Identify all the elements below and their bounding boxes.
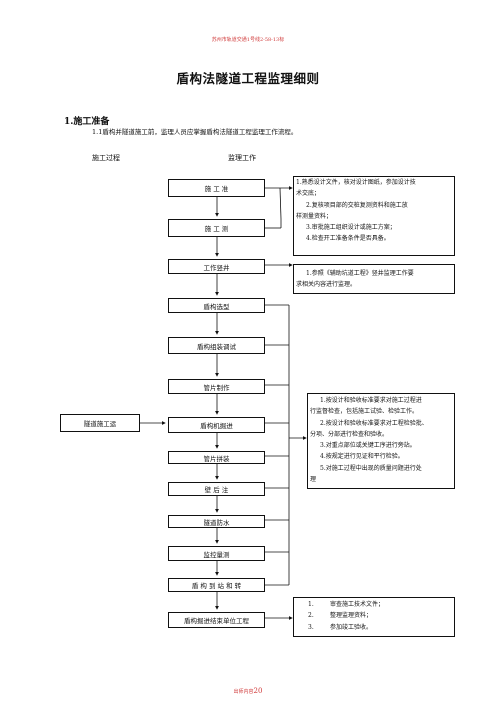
page-number: 20	[253, 687, 263, 695]
note-line: 3.审批施工组织设计或施工方案；	[306, 224, 396, 232]
note-text: 审查施工技术文件；	[330, 601, 385, 608]
step-shield-selection: 盾构选型	[168, 298, 265, 313]
page-header: 苏州市轨道交通1号线2-58-13标	[211, 37, 285, 43]
page-title: 盾构法隧道工程监理细则	[176, 71, 320, 86]
step-segment-assembly: 管片拼装	[168, 451, 265, 464]
step-segment-manufacture: 管片制作	[168, 379, 265, 394]
note-line: 4.按规定进行见证和平行检验。	[320, 453, 404, 461]
step-backfill-grouting: 壁 后 注	[168, 482, 265, 496]
note-line: 5.对施工过程中出现的质量问题进行处	[320, 464, 422, 472]
note-line: 1.按设计和验收标准要求对施工过程进	[320, 397, 422, 404]
note-number: 3.	[308, 623, 314, 631]
page-footer: 出师内容20	[0, 687, 496, 695]
note-line: 理	[310, 476, 317, 484]
step-monitoring: 监控量测	[168, 546, 265, 561]
note-line: 行监督检查，包括施工试验、检验工作。	[310, 408, 419, 416]
note-line: 分项、分部进行检查和验收。	[310, 430, 389, 438]
note-number: 2.	[308, 612, 314, 620]
note-text: 整理监理资料；	[330, 612, 373, 620]
note-line: 求相关内容进行监理。	[296, 281, 357, 289]
tunnel-construction-side-box: 隧道施工运	[60, 414, 140, 432]
section-heading: 1.施工准备	[64, 117, 110, 127]
notes-completion: 1. 审查施工技术文件； 2. 整理监理资料； 3. 参加竣工验收。	[293, 597, 455, 637]
note-line: 1. 审查施工技术文件；	[296, 599, 452, 610]
step-tunnel-waterproofing: 隧道防水	[168, 515, 265, 528]
section-intro: 1.1盾构并隧道施工前，监理人员应掌握盾构法隧道工程监理工作流程。	[92, 128, 298, 136]
note-line: 2.按设计和验收标准要求对工程检验批、	[320, 419, 428, 427]
note-line: 2. 整理监理资料；	[296, 610, 452, 621]
step-shield-assembly: 盾构组装调试	[168, 337, 265, 354]
note-line: 3.对重点部位或关键工序进行旁站。	[320, 442, 416, 450]
note-line: 3. 参加竣工验收。	[296, 622, 452, 633]
note-line: 1.参照《辅助坑道工程》竖井监理工作要	[306, 270, 414, 277]
notes-work-shaft: 1.参照《辅助坑道工程》竖井监理工作要 求相关内容进行监理。	[293, 264, 455, 294]
step-shield-arrival-transfer: 盾 构 到 站 和 转	[168, 578, 265, 592]
footer-label: 出师内容	[233, 689, 254, 695]
step-work-shaft: 工作竖井	[168, 259, 265, 274]
note-line: 术交底；	[296, 190, 321, 198]
note-line: 2.复核项目部的交桩复测资料和施工放	[306, 201, 408, 209]
column-header-construction: 施工过程	[92, 154, 120, 162]
step-shield-tunneling: 盾构机掘进	[168, 417, 265, 433]
column-header-supervision: 监理工作	[228, 154, 256, 162]
note-text: 参加竣工验收。	[330, 623, 373, 631]
note-line: 4.检查开工准备条件是否具备。	[306, 235, 390, 243]
step-construction-prep: 施 工 准	[168, 179, 265, 197]
note-number: 1.	[308, 601, 314, 608]
notes-construction-process: 1.按设计和验收标准要求对施工过程进 行监督检查，包括施工试验、检验工作。 2.…	[307, 393, 455, 489]
note-line: 样测量资料；	[296, 212, 333, 220]
step-tunneling-completion: 盾构掘进结束单位工程	[168, 612, 265, 628]
step-construction-survey: 施 工 测	[168, 219, 265, 237]
notes-preparation: 1.熟悉设计文件，核对设计图纸，参加设计技 术交底； 2.复核项目部的交桩复测资…	[293, 176, 455, 256]
note-line: 1.熟悉设计文件，核对设计图纸，参加设计技	[296, 179, 416, 186]
